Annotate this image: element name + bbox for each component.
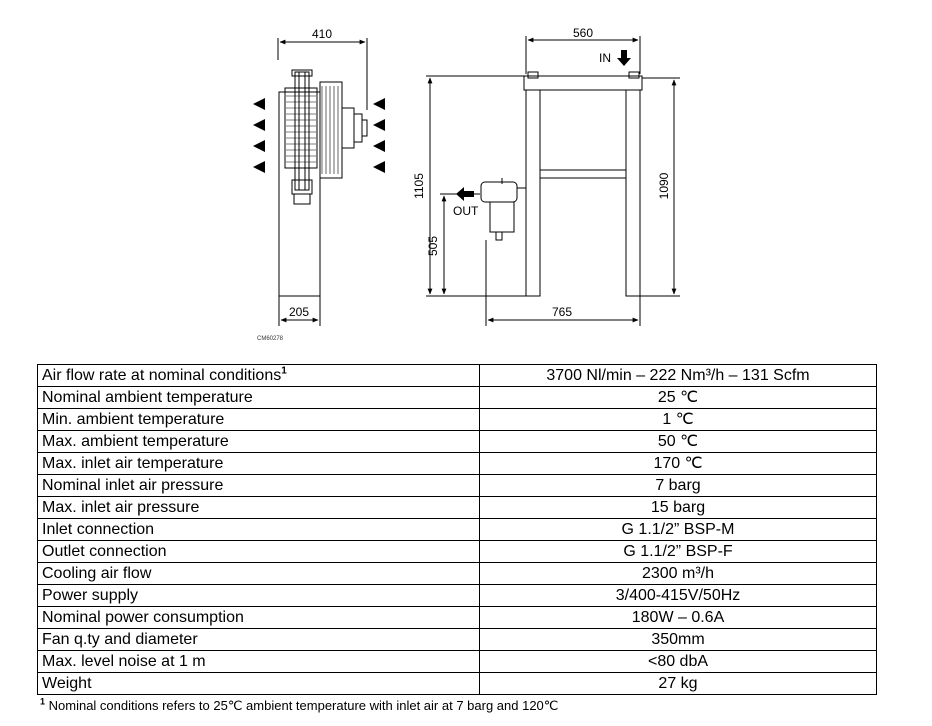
row-value: <80 dbA <box>479 650 877 673</box>
airflow-arrows <box>253 98 385 173</box>
table-row: Nominal power consumption 180W – 0.6A <box>37 606 877 629</box>
table-row: Nominal inlet air pressure 7 barg <box>37 474 877 497</box>
table-row: Min. ambient temperature 1 ℃ <box>37 408 877 431</box>
side-view <box>277 38 368 326</box>
technical-drawing: 410 205 CM60278 <box>253 26 680 342</box>
row-label: Max. inlet air temperature <box>37 452 480 475</box>
row-value: G 1.1/2” BSP-M <box>479 518 877 541</box>
outlet-label: OUT <box>453 204 479 218</box>
dim-front-top: 560 <box>573 26 593 40</box>
row-label: Weight <box>37 672 480 695</box>
specification-table: Air flow rate at nominal conditions1 370… <box>37 364 877 695</box>
row-value: 15 barg <box>479 496 877 519</box>
row-label: Max. level noise at 1 m <box>37 650 480 673</box>
row-value: 50 ℃ <box>479 430 877 453</box>
row-label: Max. inlet air pressure <box>37 496 480 519</box>
table-row: Max. inlet air temperature 170 ℃ <box>37 452 877 475</box>
dim-frame-height: 1090 <box>657 172 671 199</box>
footnote-mark: 1 <box>40 696 46 707</box>
row-label: Inlet connection <box>37 518 480 541</box>
row-value: 170 ℃ <box>479 452 877 475</box>
footnote-text: Nominal conditions refers to 25℃ ambient… <box>48 698 559 713</box>
row-label: Air flow rate at nominal conditions1 <box>37 364 480 387</box>
table-row: Weight 27 kg <box>37 672 877 695</box>
footnote: 1 Nominal conditions refers to 25℃ ambie… <box>40 696 559 714</box>
row-label: Fan q.ty and diameter <box>37 628 480 651</box>
inlet-arrow-icon <box>617 50 631 66</box>
row-label: Cooling air flow <box>37 562 480 585</box>
row-value: 3700 Nl/min – 222 Nm³/h – 131 Scfm <box>479 364 877 387</box>
dim-side-base: 205 <box>289 305 309 319</box>
table-row: Outlet connection G 1.1/2” BSP-F <box>37 540 877 563</box>
dim-outlet-height: 505 <box>426 236 440 256</box>
row-label: Nominal inlet air pressure <box>37 474 480 497</box>
table-row: Cooling air flow 2300 m³/h <box>37 562 877 585</box>
row-label: Nominal ambient temperature <box>37 386 480 409</box>
row-value: G 1.1/2” BSP-F <box>479 540 877 563</box>
row-value: 27 kg <box>479 672 877 695</box>
row-value: 3/400-415V/50Hz <box>479 584 877 607</box>
table-row: Max. inlet air pressure 15 barg <box>37 496 877 519</box>
drawing-code: CM60278 <box>257 336 284 342</box>
flow-arrows <box>456 50 631 201</box>
front-view <box>426 36 680 326</box>
table-row: Max. level noise at 1 m <80 dbA <box>37 650 877 673</box>
row-label: Nominal power consumption <box>37 606 480 629</box>
row-label: Power supply <box>37 584 480 607</box>
row-value: 25 ℃ <box>479 386 877 409</box>
row-value: 7 barg <box>479 474 877 497</box>
dim-front-bottom: 765 <box>552 305 572 319</box>
table-row: Max. ambient temperature 50 ℃ <box>37 430 877 453</box>
outlet-arrow-icon <box>456 187 474 201</box>
row-label: Max. ambient temperature <box>37 430 480 453</box>
row-value: 2300 m³/h <box>479 562 877 585</box>
dim-total-height: 1105 <box>412 173 426 199</box>
row-label: Outlet connection <box>37 540 480 563</box>
table-row: Power supply 3/400-415V/50Hz <box>37 584 877 607</box>
table-row: Nominal ambient temperature 25 ℃ <box>37 386 877 409</box>
row-value: 350mm <box>479 628 877 651</box>
table-row: Fan q.ty and diameter 350mm <box>37 628 877 651</box>
row-value: 180W – 0.6A <box>479 606 877 629</box>
row-label: Min. ambient temperature <box>37 408 480 431</box>
dim-side-top: 410 <box>312 27 332 41</box>
footnote-mark: 1 <box>281 365 287 377</box>
row-value: 1 ℃ <box>479 408 877 431</box>
table-row: Air flow rate at nominal conditions1 370… <box>37 364 877 387</box>
inlet-label: IN <box>599 51 611 65</box>
table-row: Inlet connection G 1.1/2” BSP-M <box>37 518 877 541</box>
